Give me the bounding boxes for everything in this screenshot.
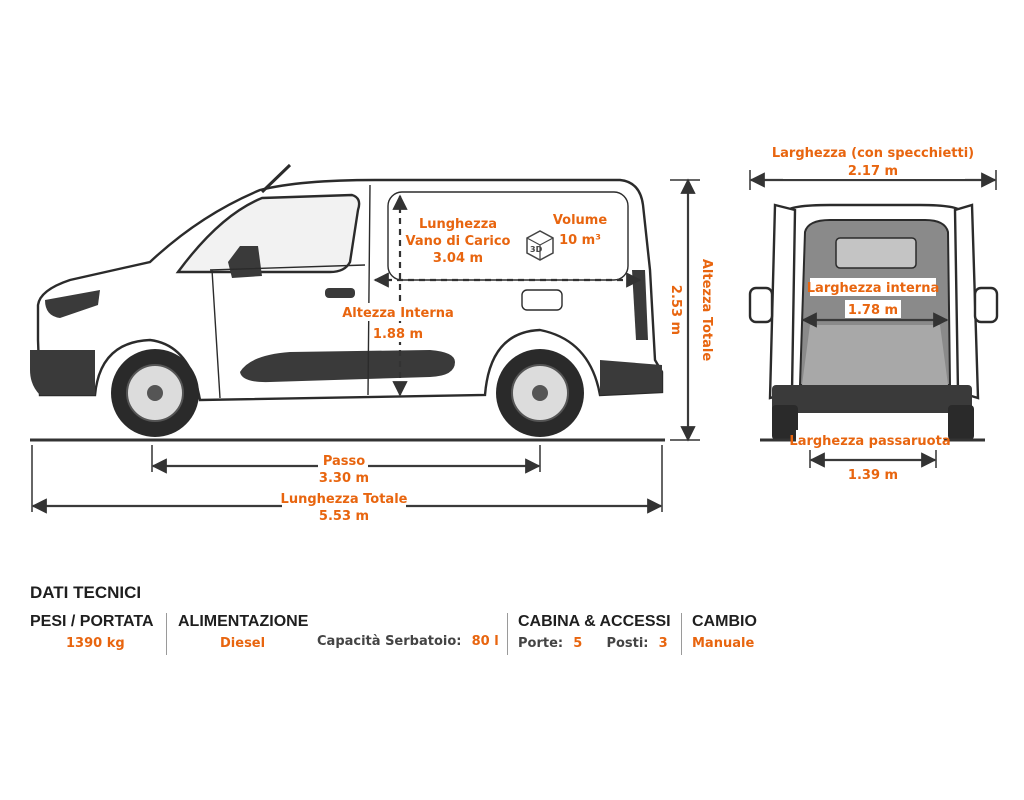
volume-icon-text: 3D [530,245,543,254]
total-length-label: Lunghezza Totale [281,492,408,507]
volume-value: 10 m³ [559,233,601,248]
rear-left-door [768,203,797,400]
fuel-cap [521,289,563,311]
separator [681,613,682,655]
front-wheel [111,349,199,437]
tank-label: Capacità Serbatoio: [317,634,462,649]
rear-bumper-back [772,385,972,413]
volume-3d-icon: 3D [526,230,554,261]
separator [166,613,167,655]
cargo-length-label-1: Lunghezza [419,217,497,232]
fuel-heading: ALIMENTAZIONE [178,613,309,630]
internal-width-value: 1.78 m [848,303,898,318]
seats-value: 3 [658,636,668,651]
side-view: 3D Lunghezza Vano di Carico 3.04 m Volum… [30,163,714,526]
side-mirror [228,246,262,278]
gearbox-heading: CAMBIO [692,613,757,630]
wheelbase-value: 3.30 m [319,471,369,486]
width-mirrors-label: Larghezza (con specchietti) [772,146,974,161]
headlight [45,290,100,318]
weights-column: PESI / PORTATA 1390 kg [30,613,154,655]
cargo-length-value: 3.04 m [433,251,483,266]
total-height-label: Altezza Totale [699,259,714,361]
wheelbase-label: Passo [323,454,365,469]
gearbox-column: CAMBIO Manuale [692,613,757,655]
internal-height-value: 1.88 m [373,327,423,342]
cargo-length-label-2: Vano di Carico [406,234,511,249]
front-door-window [175,193,361,274]
rear-right-tyre [948,405,974,440]
left-mirror [748,286,774,324]
total-length-value: 5.53 m [319,509,369,524]
gearbox-value: Manuale [692,636,755,651]
internal-height-label: Altezza Interna [342,306,454,321]
cabin-column: CABINA & ACCESSI Porte: 5 Posti: 3 [518,613,671,655]
seats-label: Posti: [606,636,649,651]
rear-window-slot [835,237,917,269]
lower-trim [30,350,95,395]
doors-label: Porte: [518,636,564,651]
wheel-arch-width-value: 1.39 m [848,468,898,483]
fuel-column: ALIMENTAZIONE Diesel [178,613,308,655]
technical-specs: DATI TECNICI PESI / PORTATA 1390 kg ALIM… [0,575,1024,675]
weights-value: 1390 kg [66,636,125,651]
cargo-floor [802,325,948,385]
wheel-arch-width-label: Larghezza passaruota [789,434,950,449]
front-door-handle [325,288,355,298]
rear-bumper [600,360,662,395]
rear-right-door [953,203,980,400]
rear-wheel [496,349,584,437]
width-mirrors-value: 2.17 m [848,164,898,179]
van-dimension-diagram: 3D Lunghezza Vano di Carico 3.04 m Volum… [30,143,999,526]
front-door-line [209,184,371,399]
weights-heading: PESI / PORTATA [30,613,154,630]
volume-label: Volume [553,213,608,228]
internal-width-label: Larghezza interna [807,281,939,296]
rear-left-tyre [772,405,798,440]
total-height-value: 2.53 m [668,285,683,335]
fuel-value: Diesel [220,636,266,651]
tank-capacity: Capacità Serbatoio: 80 l [317,634,499,649]
rear-view: Larghezza (con specchietti) 2.17 m Largh… [748,143,999,483]
right-mirror [973,286,999,324]
separator [507,613,508,655]
tank-value: 80 l [471,634,499,649]
specs-title: DATI TECNICI [30,583,142,602]
cabin-heading: CABINA & ACCESSI [518,613,671,630]
doors-value: 5 [573,636,583,651]
antenna [260,163,292,194]
